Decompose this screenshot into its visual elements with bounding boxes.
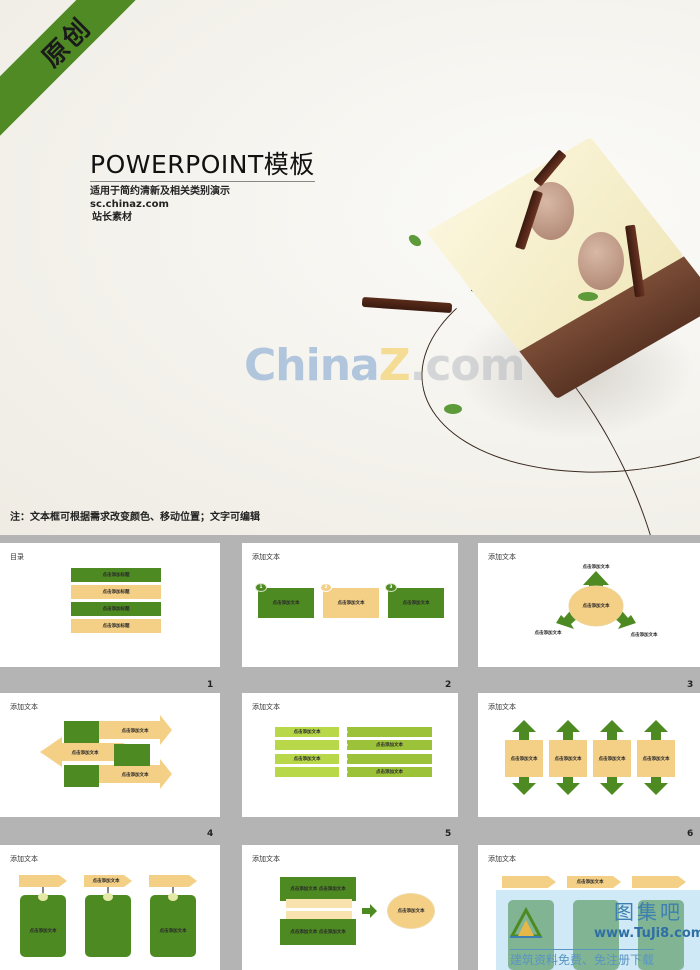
arrow-label: 点击添加文本 — [121, 729, 149, 734]
bottom-block: 点击添加文本 点击添加文本 — [280, 919, 356, 945]
number-badge: 2 — [320, 583, 332, 592]
content-box: 点击添加文本 — [637, 740, 675, 777]
toc-item: 点击添加标题 — [71, 602, 161, 616]
result-ellipse: 点击添加文本 — [387, 893, 435, 929]
thumbnail-numbered-boxes[interactable]: 添加文本 点击添加文本 点击添加文本 点击添加文本 1 2 3 — [242, 543, 458, 667]
thumbnail-title: 添加文本 — [10, 855, 38, 863]
thumbnail-vertical-arrows[interactable]: 添加文本 点击添加文本 点击添加文本 点击添加文本 点击添加文本 — [478, 693, 700, 817]
tuji8-logo-icon — [509, 906, 543, 938]
watermark-china-text: China — [244, 340, 380, 391]
thumbnail-title: 添加文本 — [252, 703, 280, 711]
mint-leaf-image — [406, 232, 424, 249]
content-box: 点击添加文本 — [593, 740, 631, 777]
row-left — [275, 740, 339, 750]
content-box: 点击添加文本 — [388, 588, 444, 618]
row-left: 点击添加文本 — [275, 727, 339, 737]
page-number: 5 — [445, 829, 452, 839]
slide-title: POWERPOINT模板 — [90, 150, 315, 182]
right-label: 点击添加文本 — [630, 633, 658, 638]
arrow-label: 点击添加文本 — [121, 773, 149, 778]
content-box: 点击添加文本 — [323, 588, 379, 618]
tuji8-name: 图集吧 — [614, 900, 683, 924]
vertical-arrows-icon — [512, 720, 668, 795]
tuji8-url: www.TuJi8.com — [594, 926, 700, 941]
page-number: 4 — [207, 829, 214, 839]
thumbnail-triangle-arrows[interactable]: 添加文本 点击添加文本 点击添加文本 点击添加文本 点击添加文本 — [478, 543, 700, 667]
content-box: 点击添加文本 — [258, 588, 314, 618]
triangle-arrows-icon — [556, 571, 636, 629]
row-right: 点击添加文本 — [347, 740, 432, 750]
row-right: 点击添加文本 — [347, 767, 432, 777]
thumbnail-tag-cards[interactable]: 添加文本 点击添加文本 点击添加文本 点击添加文本 — [0, 845, 220, 970]
row-right — [347, 727, 432, 737]
right-arrow-icon — [362, 904, 377, 918]
content-box: 点击添加文本 — [505, 740, 543, 777]
card-label: 点击添加文本 — [159, 929, 187, 934]
arrow-label: 点击添加文本 — [71, 751, 99, 756]
watermark-com-text: .com — [409, 340, 526, 391]
mint-leaf-image — [444, 404, 462, 414]
tuji8-slogan: 建筑资料免费、免注册下载 — [510, 949, 655, 968]
small-arrows-icon — [339, 727, 348, 777]
page-number: 1 — [207, 680, 214, 690]
watermark-z-text: Z — [378, 340, 411, 391]
thumbnail-title: 添加文本 — [252, 855, 280, 863]
editing-note: 注：文本框可根据需求改变颜色、移动位置；文字可编辑 — [10, 512, 260, 523]
tag-arrows-icon — [19, 875, 197, 957]
tag-label: 点击添加文本 — [576, 880, 604, 885]
toc-item: 点击添加标题 — [71, 585, 161, 599]
title-block: POWERPOINT模板 适用于简约清新及相关类别演示 sc.chinaz.co… — [90, 150, 315, 224]
original-ribbon: 原创 — [0, 0, 169, 145]
subtitle-line-3: 站长素材 — [92, 212, 132, 223]
thumbnail-title: 添加文本 — [10, 703, 38, 711]
middle-band — [286, 899, 352, 908]
row-right — [347, 754, 432, 764]
page-number: 3 — [687, 680, 694, 690]
page-number: 2 — [445, 680, 452, 690]
thumbnail-title: 添加文本 — [488, 553, 516, 561]
top-label: 点击添加文本 — [582, 565, 610, 570]
thumbnail-title: 添加文本 — [252, 553, 280, 561]
title-slide: 原创 POWERPOINT模板 适用于简约清新及相关类别演示 sc.chinaz… — [0, 0, 700, 535]
tuji8-watermark: 图集吧 www.TuJi8.com 建筑资料免费、免注册下载 — [496, 890, 700, 970]
toc-item: 点击添加标题 — [71, 568, 161, 582]
card-label: 点击添加文本 — [29, 929, 57, 934]
chinaz-watermark: ChinaZ.com — [244, 340, 525, 391]
left-label: 点击添加文本 — [534, 631, 562, 636]
toc-item: 点击添加标题 — [71, 619, 161, 633]
number-badge: 1 — [255, 583, 267, 592]
thumbnail-horizontal-arrows[interactable]: 添加文本 点击添加文本 点击添加文本 点击添加文本 — [0, 693, 220, 817]
horizontal-arrows-icon — [40, 715, 172, 789]
row-left: 点击添加文本 — [275, 754, 339, 764]
tag-label: 点击添加文本 — [92, 879, 120, 884]
content-box: 点击添加文本 — [549, 740, 587, 777]
thumbnail-title: 目录 — [10, 553, 24, 561]
page-number: 6 — [687, 829, 694, 839]
thumbnail-toc[interactable]: 目录 点击添加标题 点击添加标题 点击添加标题 点击添加标题 — [0, 543, 220, 667]
top-block: 点击添加文本 点击添加文本 — [280, 877, 356, 901]
subtitle-line-2: sc.chinaz.com — [90, 199, 169, 210]
middle-band — [286, 911, 352, 920]
row-left — [275, 767, 339, 777]
thumbnail-merge-diagram[interactable]: 添加文本 点击添加文本 点击添加文本 点击添加文本 点击添加文本 点击添加文本 — [242, 845, 458, 970]
ribbon-label: 原创 — [36, 12, 98, 74]
thumbnail-lime-rows[interactable]: 添加文本 点击添加文本 点击添加文本 点击添加文本 点击添加文本 — [242, 693, 458, 817]
number-badge: 3 — [385, 583, 397, 592]
subtitle-line-1: 适用于简约清新及相关类别演示 — [90, 186, 230, 197]
center-label: 点击添加文本 — [582, 604, 610, 609]
mint-leaf-image — [578, 292, 598, 301]
thumbnail-title: 添加文本 — [488, 703, 516, 711]
mousse-scoop-image — [578, 232, 624, 290]
thumbnail-title: 添加文本 — [488, 855, 516, 863]
